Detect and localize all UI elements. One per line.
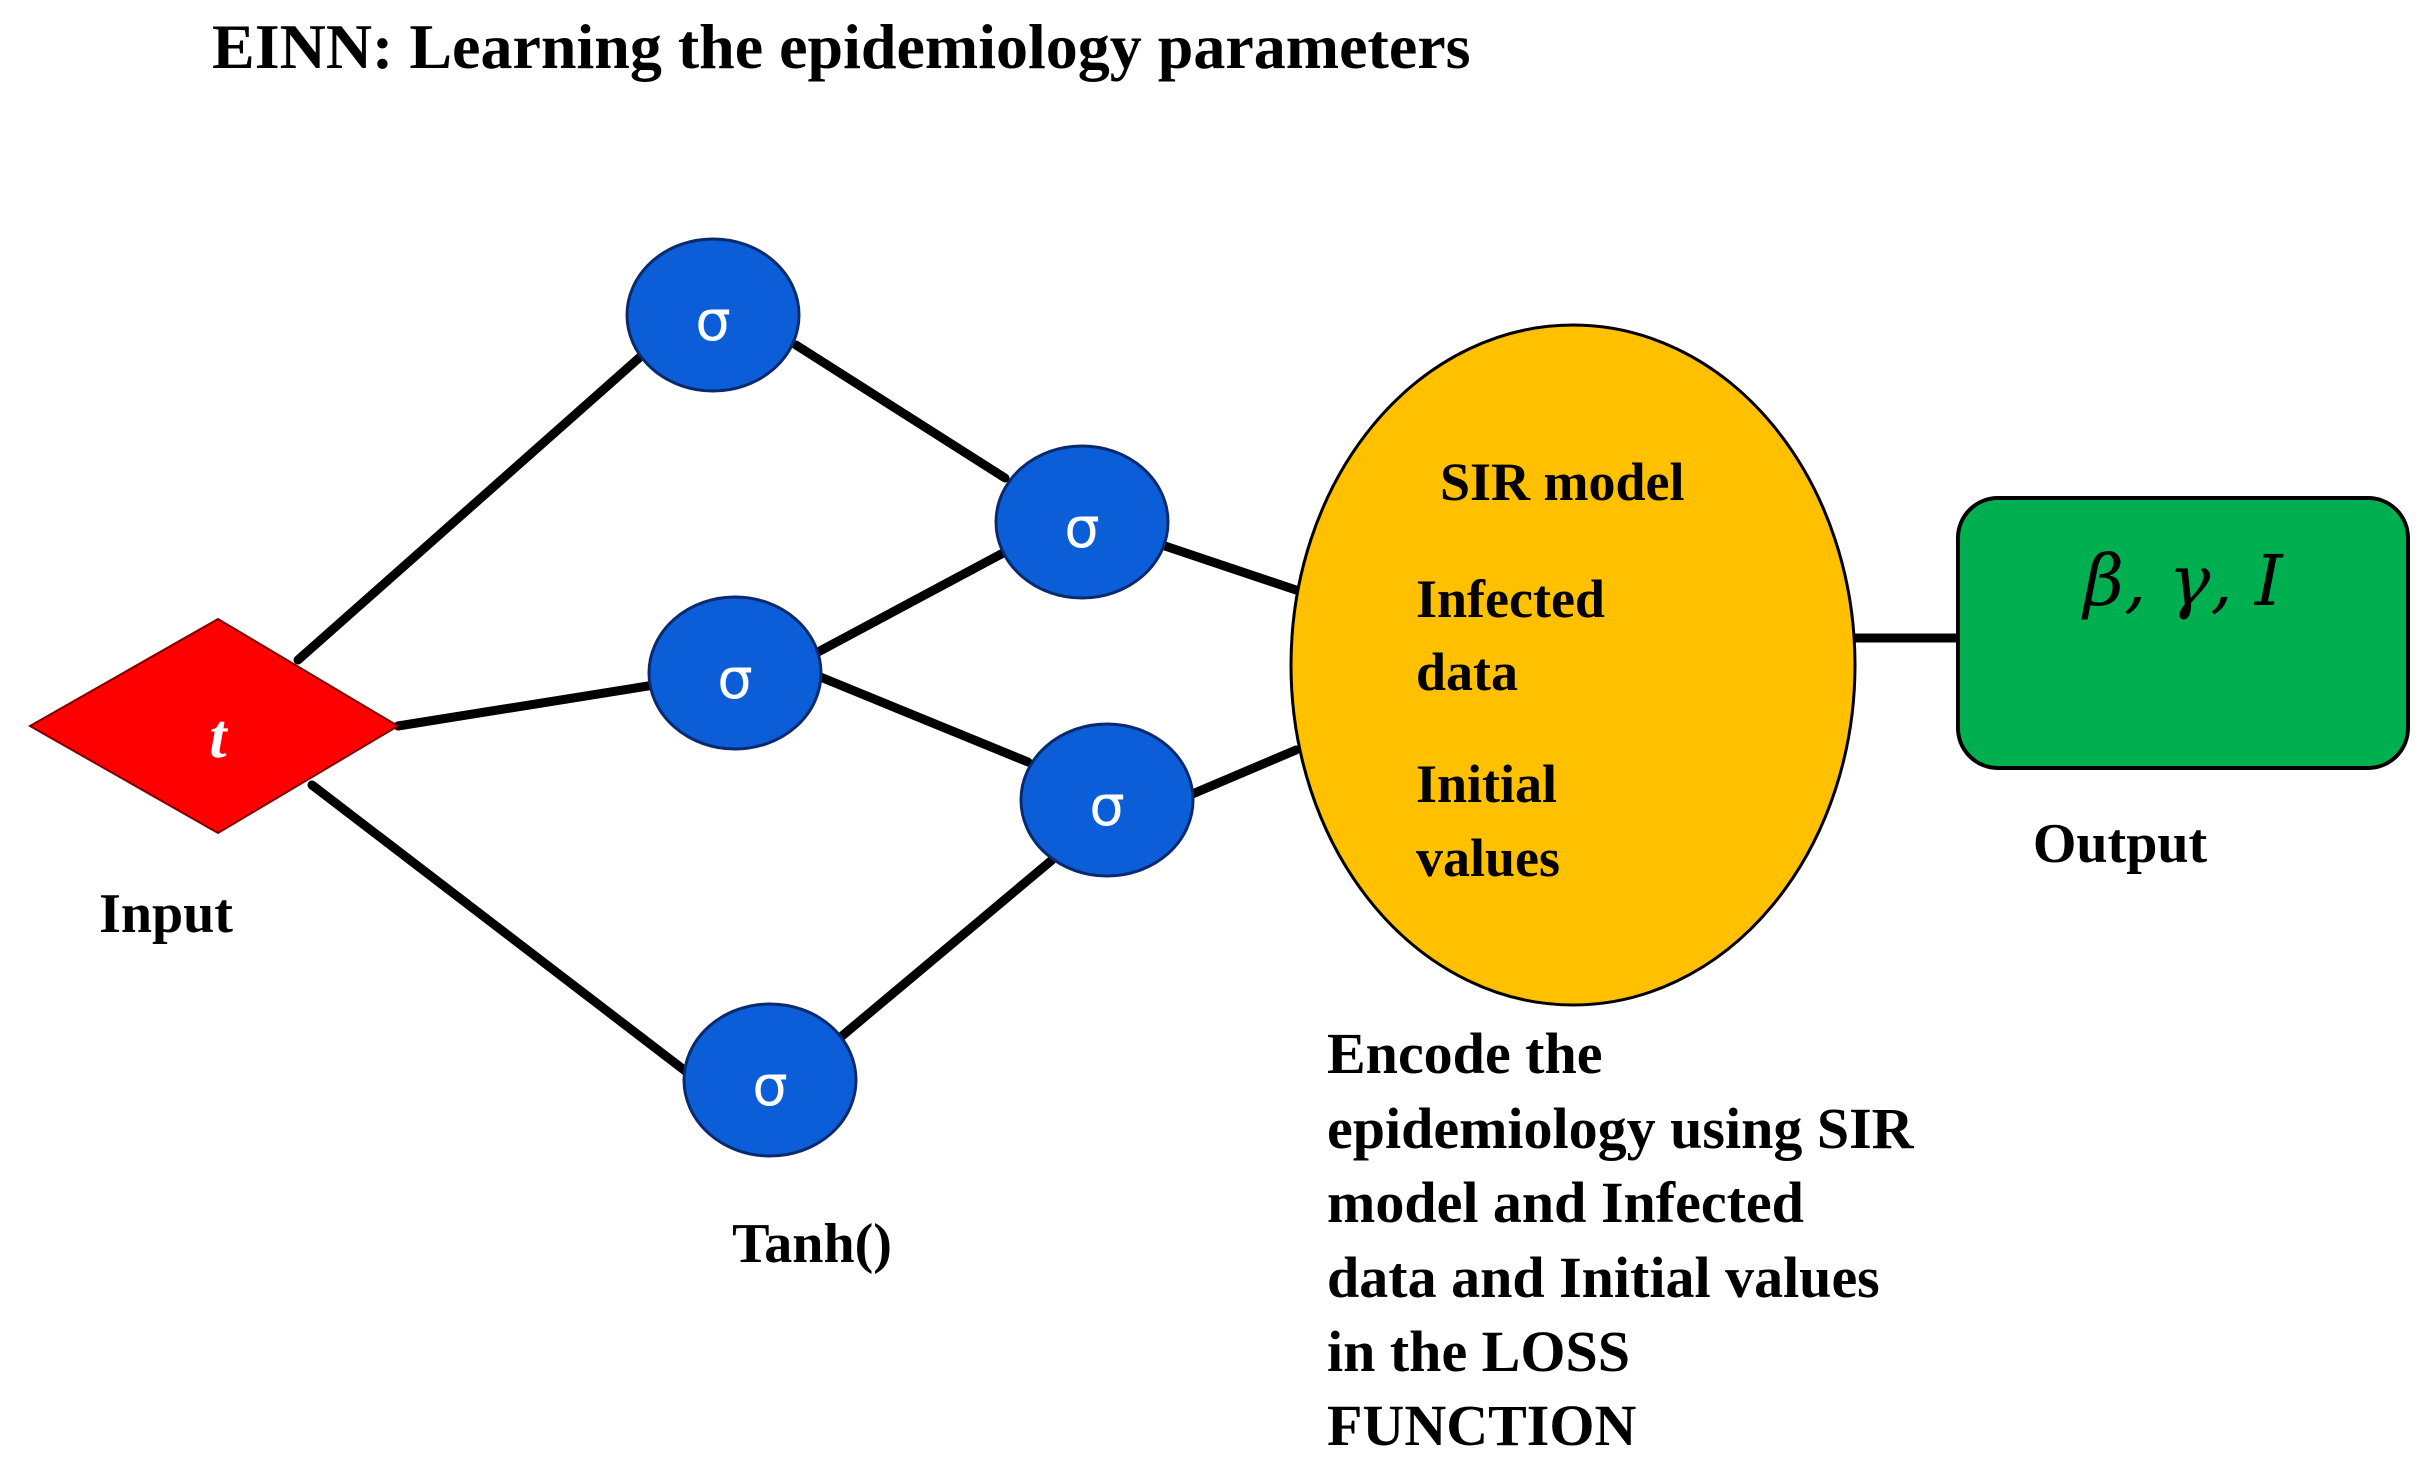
edge-node-4-to-sir bbox=[1185, 745, 1301, 800]
neuron-2 bbox=[994, 444, 1170, 600]
neuron-3-symbol: σ bbox=[717, 647, 753, 712]
edge-input-to-node-5 bbox=[307, 780, 693, 1078]
edge-node-3-to-node-2 bbox=[813, 547, 1010, 657]
output-params: β, γ, I bbox=[2081, 540, 2284, 622]
diagram-title: EINN: Learning the epidemiology paramete… bbox=[212, 11, 1471, 82]
output-label: Output bbox=[2033, 813, 2208, 875]
neuron-5 bbox=[682, 1002, 858, 1158]
neuron-1-symbol: σ bbox=[695, 289, 731, 354]
edge-input-to-node-3 bbox=[393, 680, 659, 731]
edge-node-1-to-node-2 bbox=[791, 340, 1010, 483]
sir-line-values: values bbox=[1416, 828, 1560, 888]
input-symbol: t bbox=[209, 703, 228, 771]
output-block bbox=[1956, 496, 2410, 770]
loss-caption-line-2: epidemiology using SIR bbox=[1327, 1096, 1915, 1161]
edge-input-to-node-1 bbox=[293, 345, 653, 665]
input-node bbox=[27, 617, 400, 835]
loss-caption-line-5: in the LOSS bbox=[1327, 1319, 1630, 1384]
sir-line-data: data bbox=[1416, 642, 1518, 702]
loss-caption: Encode the epidemiology using SIR model … bbox=[1327, 1021, 1915, 1458]
neuron-1 bbox=[625, 237, 801, 393]
neuron-4 bbox=[1019, 722, 1195, 878]
loss-caption-line-4: data and Initial values bbox=[1327, 1245, 1880, 1310]
edge-node-3-to-node-4 bbox=[813, 671, 1033, 767]
neuron-2-symbol: σ bbox=[1064, 496, 1100, 561]
edge-node-2-to-sir bbox=[1157, 540, 1301, 595]
sir-line-infected: Infected bbox=[1416, 569, 1605, 629]
edges bbox=[293, 340, 1963, 1078]
loss-caption-line-3: model and Infected bbox=[1327, 1170, 1804, 1235]
edge-node-5-to-node-4 bbox=[837, 855, 1057, 1041]
activation-label: Tanh() bbox=[732, 1213, 892, 1275]
neuron-5-symbol: σ bbox=[752, 1054, 788, 1119]
loss-caption-line-6: FUNCTION bbox=[1327, 1393, 1636, 1458]
sir-line-initial: Initial bbox=[1416, 754, 1557, 814]
sir-title: SIR model bbox=[1440, 452, 1685, 512]
loss-caption-line-1: Encode the bbox=[1327, 1021, 1603, 1086]
input-label: Input bbox=[99, 883, 233, 945]
hidden-neurons: σ σ σ σ σ bbox=[625, 237, 1195, 1158]
neuron-3 bbox=[647, 595, 823, 751]
neuron-4-symbol: σ bbox=[1089, 774, 1125, 839]
sir-model-block bbox=[1289, 323, 1857, 1007]
